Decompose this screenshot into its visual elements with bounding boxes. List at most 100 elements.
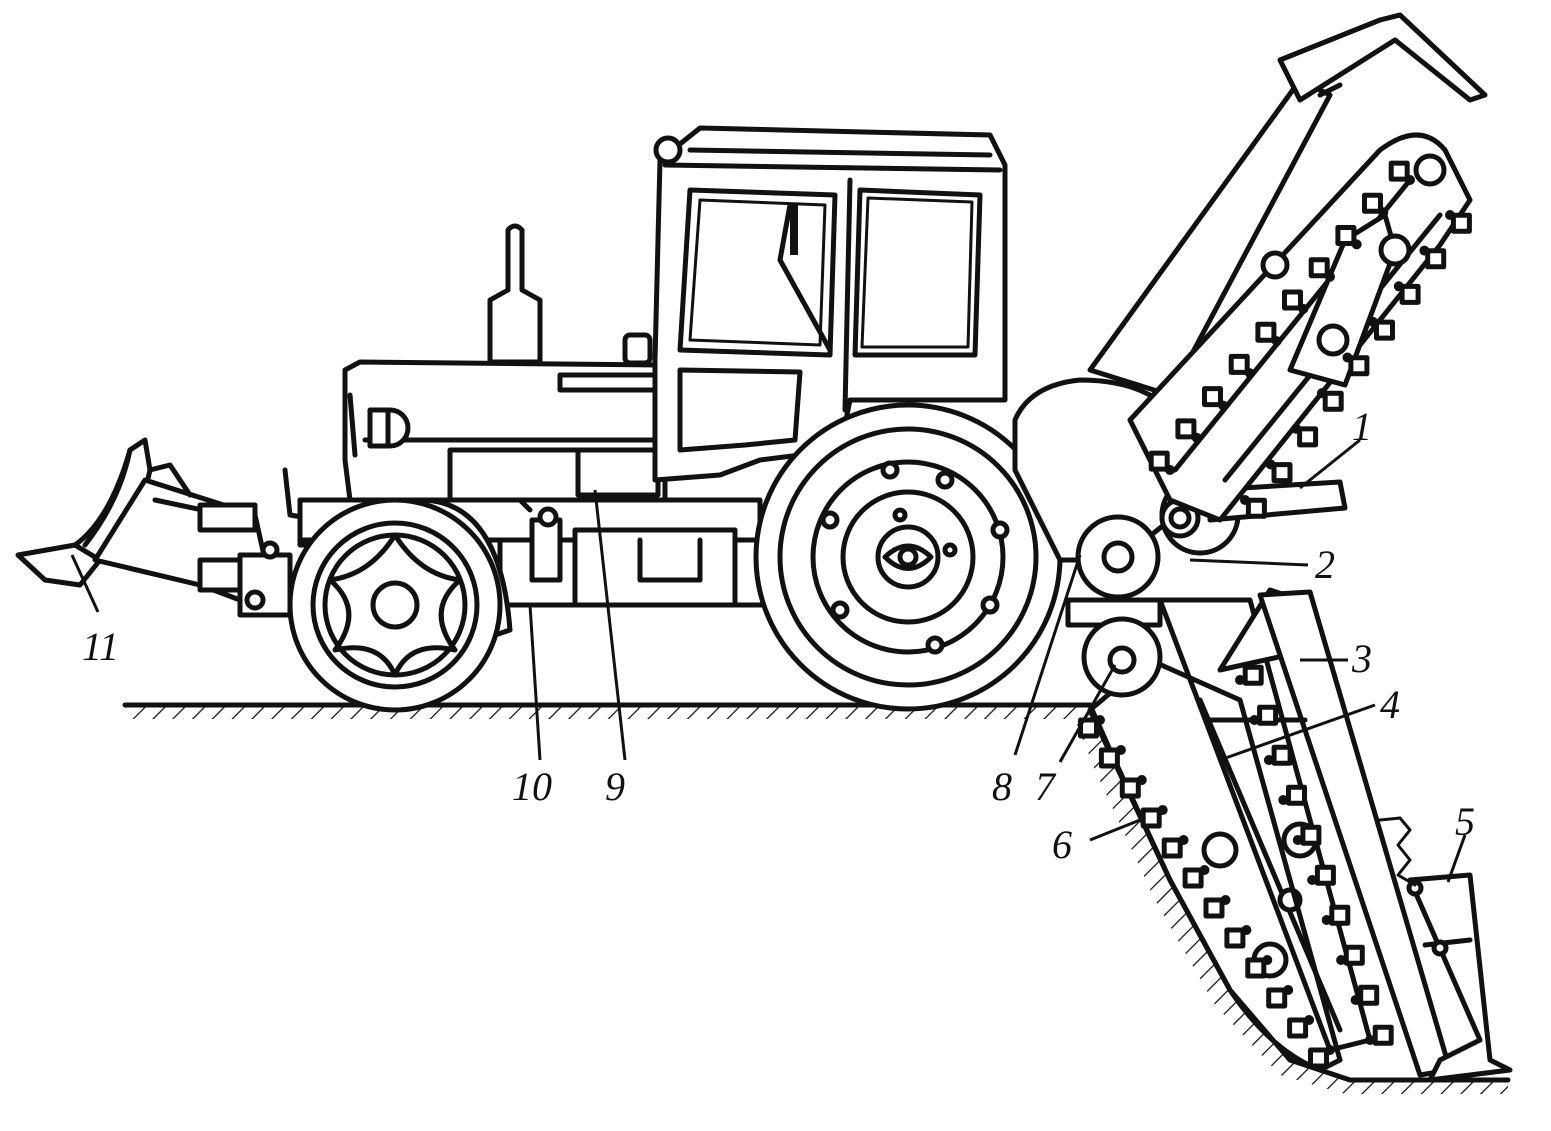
chain-link [1350, 995, 1361, 1005]
callout-label-3: 3 [1351, 636, 1372, 681]
chain-link [1393, 281, 1404, 292]
chain-link [1307, 875, 1318, 885]
callout-11: 11 [70, 554, 119, 669]
bucket-tooth [1148, 450, 1170, 472]
drive-sprocket [1081, 616, 1163, 698]
bucket-tooth [1399, 283, 1421, 305]
bucket-tooth [1202, 386, 1223, 408]
bucket-tooth [1348, 355, 1370, 377]
bucket-tooth [1255, 321, 1277, 343]
chain-link [1365, 1035, 1375, 1045]
callout-label-1: 1 [1352, 404, 1372, 449]
chain-link [1199, 865, 1210, 875]
front-blade-assembly [15, 437, 323, 618]
callout-8: 8 [992, 554, 1082, 809]
bucket-tooth [1242, 664, 1264, 686]
callout-6: 6 [1052, 818, 1141, 867]
bucket-tooth [1287, 1017, 1309, 1039]
chain-link [1220, 895, 1231, 905]
chain-link [1178, 835, 1189, 845]
callout-label-8: 8 [992, 764, 1012, 809]
bucket-tooth [1297, 426, 1319, 448]
bucket-tooth [1300, 824, 1322, 846]
chain-link [1271, 336, 1282, 347]
chain-link [1325, 271, 1335, 282]
chain-link [1218, 400, 1229, 411]
bucket-tooth [1098, 747, 1120, 769]
callout-9: 9 [593, 489, 627, 809]
callout-label-5: 5 [1455, 799, 1475, 844]
chain-link [1157, 805, 1168, 815]
chain-link [1283, 985, 1294, 995]
bucket-tooth [1257, 704, 1279, 726]
chain-link [1278, 795, 1289, 805]
bucket-tooth [1343, 944, 1365, 966]
chain-link [1419, 245, 1430, 256]
callout-label-10: 10 [512, 764, 552, 809]
chain-link [1321, 915, 1332, 925]
bucket-tooth [1308, 1047, 1329, 1069]
chain-link [1240, 495, 1250, 505]
chain-link [1325, 1045, 1335, 1055]
bucket-tooth [1271, 744, 1293, 766]
trench-shoe [1378, 816, 1513, 1083]
callout-1: 1 [1299, 404, 1372, 490]
chain-link [1368, 316, 1379, 327]
chain-link [1262, 955, 1273, 965]
chain-link [1405, 175, 1415, 185]
bucket-tooth [1362, 192, 1383, 214]
chain-link [1445, 210, 1455, 220]
bucket-tooth [1425, 248, 1447, 270]
chain-link [1291, 423, 1302, 434]
chain-link [1241, 925, 1252, 935]
chain-link [1136, 775, 1147, 785]
chain-link [1191, 432, 1202, 443]
bucket-tooth [1329, 904, 1351, 926]
callout-3: 3 [1300, 636, 1372, 681]
bucket-tooth [1286, 784, 1307, 806]
chain-link [1263, 755, 1274, 765]
front-wheel [287, 497, 503, 713]
chain-link [1351, 239, 1362, 250]
chain-link [1245, 368, 1255, 379]
bucket-tooth [1322, 390, 1344, 412]
callout-7: 7 [1035, 664, 1117, 809]
bucket-tooth [1245, 957, 1267, 979]
bucket-tooth [1245, 497, 1267, 519]
bucket-tooth [1372, 1024, 1394, 1046]
bucket-tooth [1140, 807, 1162, 829]
upper-bucket-chain [1148, 160, 1472, 519]
callout-label-7: 7 [1035, 764, 1057, 809]
callout-label-4: 4 [1380, 682, 1400, 727]
cab [652, 125, 1008, 483]
bucket-tooth [1161, 837, 1183, 859]
chain-link [1292, 835, 1303, 845]
chain-link [1115, 745, 1126, 755]
chain-link [1235, 675, 1245, 685]
callout-label-2: 2 [1315, 542, 1335, 587]
callout-label-9: 9 [605, 764, 625, 809]
chain-link [1249, 715, 1260, 725]
chain-link [1342, 352, 1353, 363]
chain-link [1378, 207, 1389, 218]
bucket-tooth [1182, 867, 1204, 889]
chain-link [1265, 459, 1276, 470]
bucket-tooth [1175, 418, 1197, 440]
bucket-tooth [1374, 319, 1395, 341]
chain-link [1165, 465, 1175, 475]
bucket-tooth [1228, 353, 1250, 375]
bucket-tooth [1358, 984, 1380, 1006]
bucket-tooth [1282, 289, 1303, 311]
upper-conveyor-boom [1087, 12, 1488, 523]
bucket-tooth [1271, 462, 1293, 484]
bucket-tooth [1308, 257, 1330, 279]
bucket-tooth [1450, 212, 1472, 234]
callout-4: 4 [1219, 682, 1400, 762]
callout-5: 5 [1446, 799, 1475, 883]
bucket-tooth [1203, 897, 1225, 919]
lower-bucket-chain [1078, 664, 1394, 1069]
callout-label-11: 11 [82, 624, 119, 669]
callout-10: 10 [512, 604, 552, 809]
chain-link [1304, 1015, 1315, 1025]
